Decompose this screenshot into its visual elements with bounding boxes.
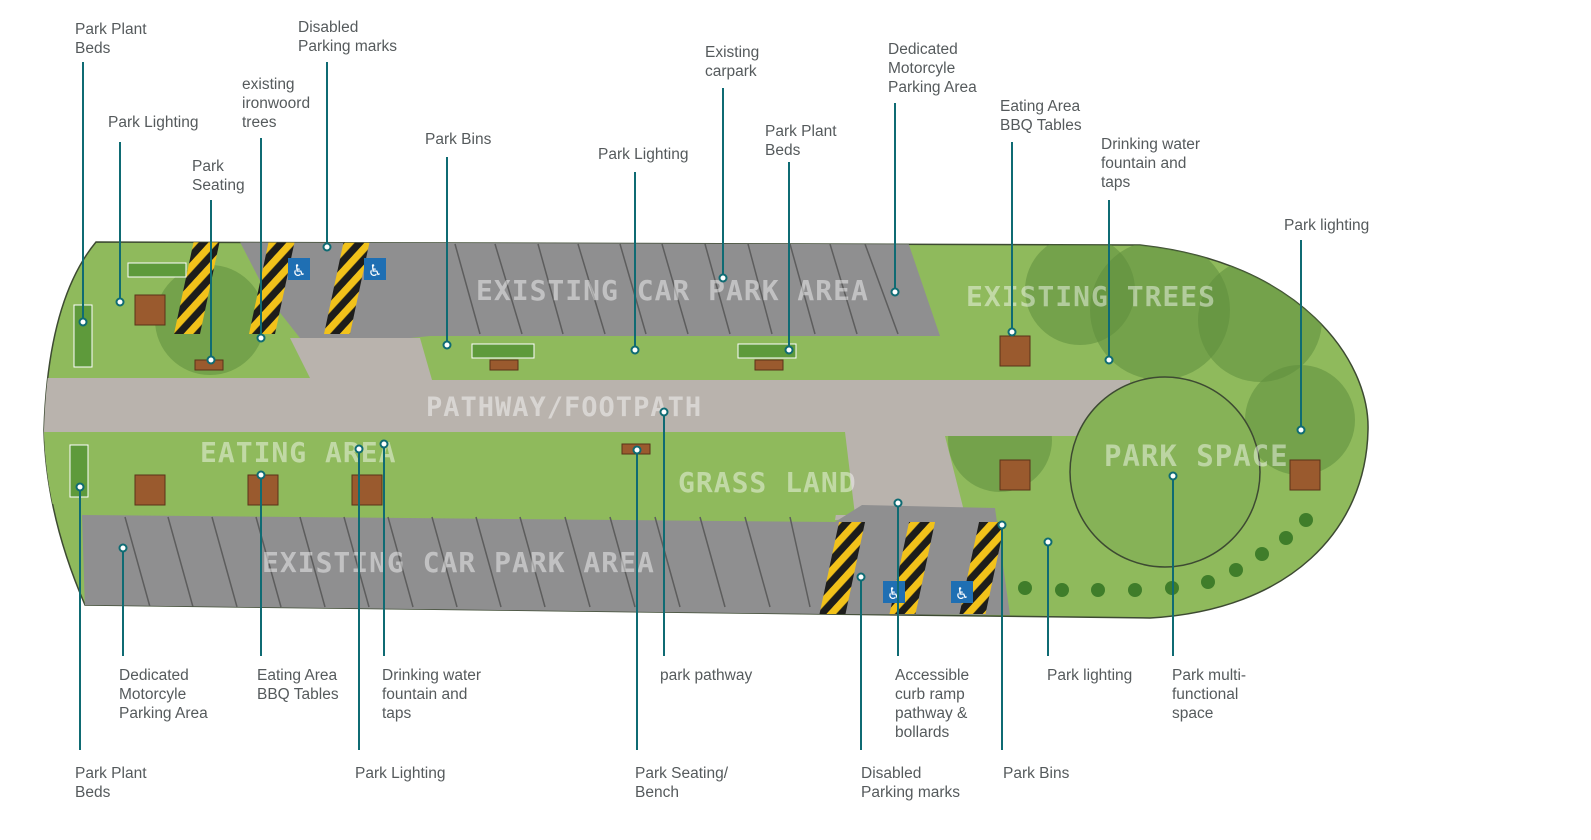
label-park-pathway: park pathway — [660, 667, 753, 684]
bottom-car-park — [82, 505, 1010, 615]
zone-eating: EATING AREA — [200, 436, 396, 469]
label-bbq-bottom: Eating Area BBQ Tables — [257, 667, 339, 703]
label-park-lighting-top-right: Park lighting — [1284, 217, 1370, 234]
top-car-park-stalls — [454, 243, 899, 335]
label-bbq-top: Eating Area BBQ Tables — [1000, 98, 1082, 134]
label-park-lighting-bottom: Park Lighting — [355, 765, 446, 782]
label-water-bottom: Drinking water fountain and taps — [382, 667, 482, 722]
label-park-bins-bottom: Park Bins — [1003, 765, 1070, 782]
label-park-lighting-top-mid: Park Lighting — [598, 146, 689, 163]
label-park-bins-top: Park Bins — [425, 131, 492, 148]
svg-text:♿: ♿ — [292, 261, 306, 280]
disabled-marks-top-3 — [324, 242, 370, 334]
label-park-seating-top: Park Seating — [192, 158, 245, 194]
bottom-car-park-stalls — [124, 516, 811, 608]
leader-top — [78, 62, 1306, 435]
accessible-sign-icon: ♿ ♿ — [288, 258, 386, 280]
label-disabled-parking-bottom: Disabled Parking marks — [861, 765, 961, 801]
park-space-circle — [1069, 376, 1261, 568]
label-curb-ramp: Accessible curb ramp pathway & bollards — [895, 667, 970, 741]
benches — [134, 294, 1321, 506]
disabled-marks-bottom-1 — [819, 522, 866, 614]
label-existing-carpark: Existing carpark — [705, 44, 760, 80]
label-motorcycle-top: Dedicated Motorcyle Parking Area — [888, 41, 977, 96]
shrubs — [1018, 513, 1313, 597]
plant-beds — [69, 262, 797, 498]
zone-grass: GRASS LAND — [678, 466, 857, 499]
svg-text:♿: ♿ — [887, 584, 901, 603]
leader-lines — [75, 62, 1306, 750]
label-seating-bench: Park Seating/ Bench — [635, 765, 729, 801]
site-ground: ♿ ♿ ♿ ♿ — [43, 241, 1369, 619]
disabled-marks-top-1 — [174, 242, 220, 334]
label-park-lighting-top-left: Park Lighting — [108, 114, 199, 131]
top-car-park — [240, 242, 940, 338]
zone-trees: EXISTING TREES — [966, 280, 1216, 313]
label-disabled-parking-top: Disabled Parking marks — [298, 19, 398, 55]
label-plant-beds-top-left: Park Plant Beds — [75, 21, 147, 57]
zone-car-park-top: EXISTING CAR PARK AREA — [476, 274, 869, 307]
leader-bottom — [75, 407, 1178, 750]
zone-pathway: PATHWAY/FOOTPATH — [426, 392, 702, 423]
label-multi-functional: Park multi- functional space — [1172, 667, 1247, 722]
label-water-top: Drinking water fountain and taps — [1101, 136, 1201, 191]
zone-car-park-bottom: EXISTING CAR PARK AREA — [262, 546, 655, 579]
svg-text:♿: ♿ — [955, 584, 969, 603]
label-plant-beds-bottom: Park Plant Beds — [75, 765, 147, 801]
label-motorcycle-bottom: Dedicated Motorcyle Parking Area — [119, 667, 208, 722]
label-ironwood-trees: existing ironwoord trees — [242, 76, 311, 131]
eating-area-strip — [44, 432, 855, 515]
label-park-lighting-bottom-right: Park lighting — [1047, 667, 1133, 684]
label-plant-beds-top-mid: Park Plant Beds — [765, 123, 837, 159]
svg-text:♿: ♿ — [368, 261, 382, 280]
zone-park-space: PARK SPACE — [1104, 439, 1289, 473]
